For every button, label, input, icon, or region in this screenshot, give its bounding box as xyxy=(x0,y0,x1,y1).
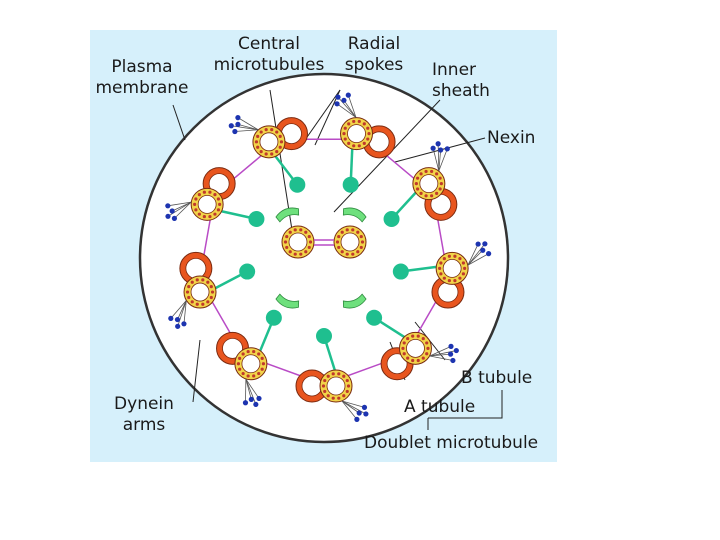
radial-spoke-head xyxy=(239,263,256,280)
inner-sheath-segment xyxy=(342,207,367,223)
a-tubule xyxy=(435,251,469,285)
a-tubule xyxy=(234,347,268,381)
dynein-arm xyxy=(429,343,459,364)
label-doublet-microtubule: Doublet microtubule xyxy=(364,433,539,453)
dynein-arm xyxy=(165,201,192,221)
a-tubule xyxy=(183,275,217,309)
a-tubule xyxy=(340,117,374,151)
a-tubule xyxy=(398,331,432,365)
inner-sheath-segment xyxy=(342,293,367,309)
dynein-arm xyxy=(168,300,187,329)
radial-spokes xyxy=(211,144,441,375)
label-a-tubule: A tubule xyxy=(404,397,476,417)
dynein-arm xyxy=(242,378,262,408)
outer-doublet xyxy=(216,331,268,381)
leader-line xyxy=(304,89,341,141)
outer-doublet xyxy=(295,369,353,403)
radial-spoke-head xyxy=(366,309,383,326)
radial-spoke-head xyxy=(342,176,359,193)
b-tubule xyxy=(295,369,329,403)
outer-doublet xyxy=(252,117,308,159)
label-b-tubule: B tubule xyxy=(461,368,533,388)
dynein-arms xyxy=(165,92,492,422)
radial-spoke-head xyxy=(316,328,332,344)
inner-sheath-segment xyxy=(275,207,300,223)
a-tubule xyxy=(412,167,446,201)
radial-spoke-head xyxy=(392,263,409,280)
radial-spoke-head xyxy=(289,176,306,193)
dynein-arm xyxy=(341,400,369,422)
a-tubule xyxy=(252,125,286,159)
leader-line xyxy=(269,89,293,231)
outer-doublet xyxy=(340,117,396,159)
radial-spoke-head xyxy=(383,211,400,227)
doublet-bracket-line xyxy=(428,390,503,419)
central-microtubules xyxy=(281,225,367,259)
dynein-arm xyxy=(228,115,259,135)
outer-doublet xyxy=(412,167,458,221)
radial-spoke-head xyxy=(248,211,265,227)
leader-line xyxy=(192,339,201,403)
leader-line xyxy=(172,104,186,141)
outer-doublets xyxy=(179,117,469,403)
label-nexin: Nexin xyxy=(487,128,536,148)
a-tubule xyxy=(319,369,353,403)
outer-doublet xyxy=(179,251,217,309)
central-microtubule-left xyxy=(281,225,315,259)
a-tubule xyxy=(190,187,224,221)
inner-sheath xyxy=(275,207,367,309)
doublet-bracket xyxy=(427,390,503,430)
dynein-arm xyxy=(430,141,450,172)
dynein-arm xyxy=(334,92,357,118)
b-tubule xyxy=(274,117,308,151)
radial-spoke-head xyxy=(265,309,282,326)
axoneme-cross-section xyxy=(138,72,510,444)
leader-line xyxy=(314,89,341,146)
outer-doublet xyxy=(431,251,469,309)
outer-doublet xyxy=(190,167,236,221)
outer-doublet xyxy=(380,331,432,381)
central-microtubule-right xyxy=(333,225,367,259)
inner-sheath-segment xyxy=(275,293,300,309)
dynein-arm xyxy=(467,241,492,266)
